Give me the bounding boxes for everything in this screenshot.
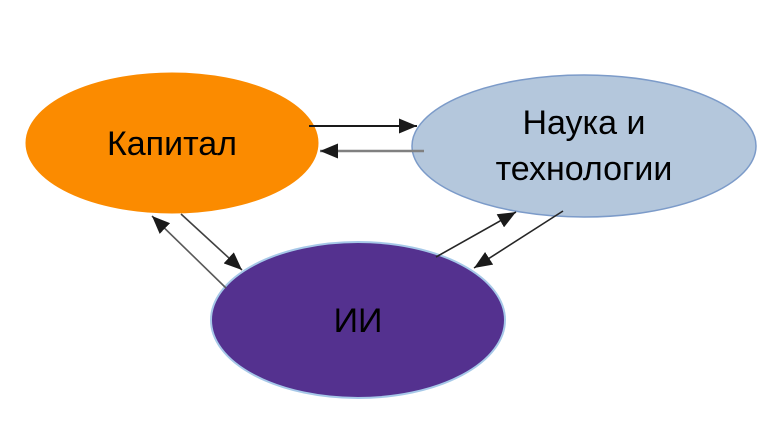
edge-ii-to-nauka [435, 211, 517, 258]
node-label-nauka-line2: технологии [496, 150, 673, 188]
node-ellipse-kapital [25, 72, 319, 214]
edge-ii-to-kapital [151, 215, 227, 289]
node-label-kapital: Капитал [107, 125, 237, 163]
node-ellipse-ii [210, 241, 506, 399]
node-label-nauka-line1: Наука и [522, 104, 645, 142]
edge-kapital-to-ii [180, 213, 243, 271]
node-label-ii: ИИ [334, 302, 383, 340]
node-nauka: Наука и технологии [411, 74, 757, 218]
node-kapital: Капитал [25, 72, 319, 214]
node-ii: ИИ [210, 241, 506, 399]
edge-nauka-to-ii [473, 210, 564, 269]
node-ellipse-nauka [411, 74, 757, 218]
